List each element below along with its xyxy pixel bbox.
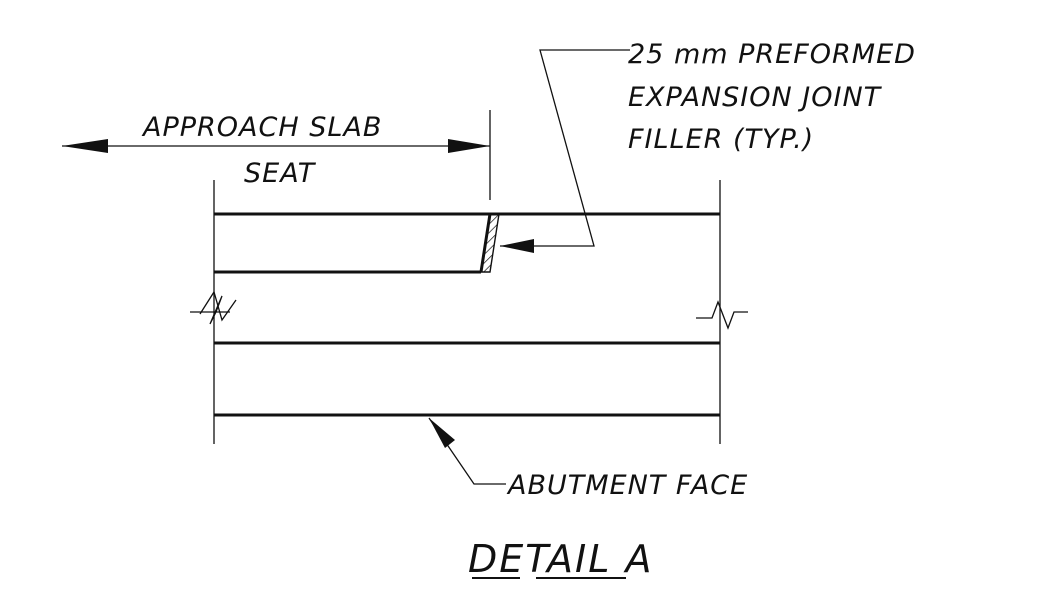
dimension-arrow-left	[62, 139, 108, 153]
filler-label-line3: FILLER (TYP.)	[628, 124, 814, 155]
detail-title: DETAIL A	[468, 537, 653, 581]
abutment-leader-arrow	[429, 418, 455, 448]
filler-leader-line	[500, 49, 630, 247]
abutment-face-label: ABUTMENT FACE	[506, 470, 748, 501]
dimension-arrow-right	[448, 139, 490, 153]
filler-label-line2: EXPANSION JOINT	[628, 82, 883, 113]
left-break-line	[190, 295, 230, 325]
filler-label-line1: 25 mm PREFORMED	[628, 39, 916, 70]
left-break-line-detail	[199, 290, 237, 322]
right-break-line	[696, 300, 748, 330]
approach-slab-label: APPROACH SLAB	[141, 112, 382, 143]
filler-leader-arrow	[500, 239, 534, 253]
seat-label: SEAT	[244, 158, 317, 189]
expansion-joint-filler	[480, 213, 500, 273]
